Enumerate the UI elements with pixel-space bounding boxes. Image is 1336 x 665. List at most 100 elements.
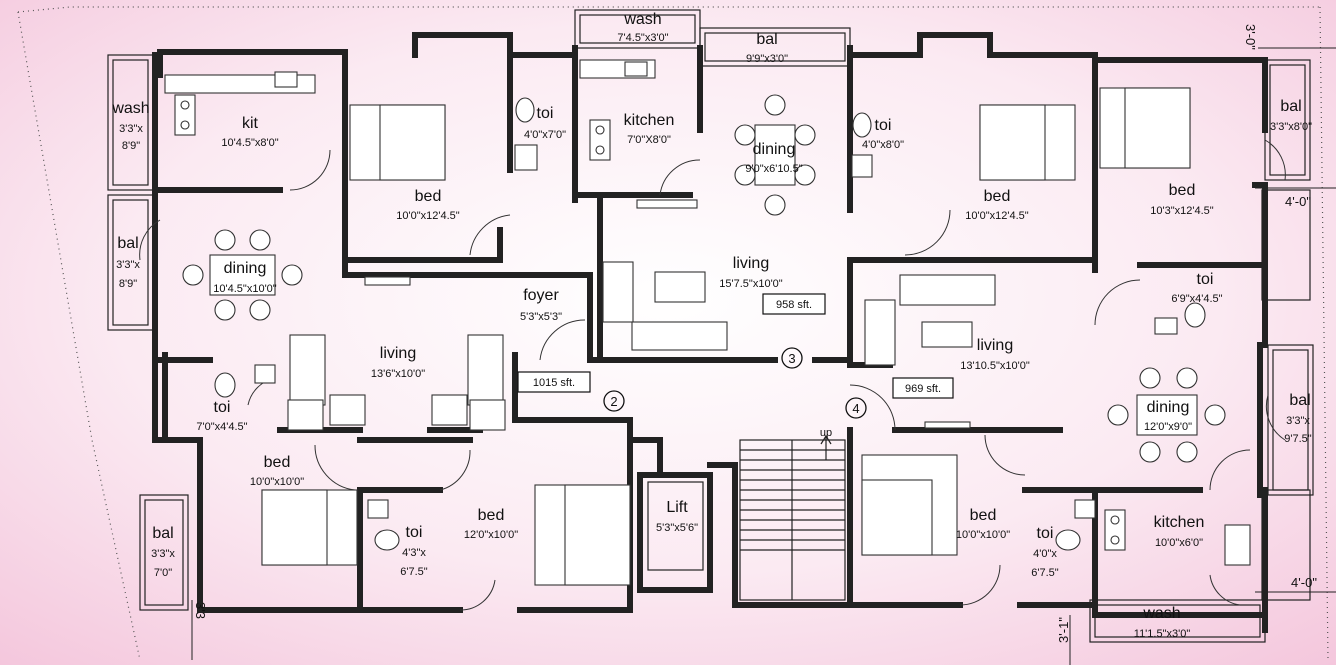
toi-ne-name: toi [875, 117, 892, 134]
living-w-name: living [380, 345, 416, 362]
marker-4-circle [845, 397, 867, 419]
bal-ne-dim: 3'3"x8'0" [1270, 121, 1312, 133]
area-969-text: 969 sft. [905, 383, 941, 395]
toi-sw-dim1: 4'3"x [402, 547, 426, 559]
flat-markers: 2 3 4 [603, 347, 867, 419]
dim-bottom-right: 3'-1" [1056, 617, 1071, 643]
door-swings [139, 139, 1286, 611]
walls [152, 32, 1268, 633]
toi-w-dim: 7'0"x4'4.5" [196, 421, 247, 433]
marker-3-text: 3 [788, 351, 795, 366]
dining-n-dim: 9'0"x6'10.5" [745, 163, 802, 175]
dimension-lines [191, 47, 1336, 665]
area-1015-text: 1015 sft. [533, 377, 575, 389]
plot-boundary [17, 6, 1329, 661]
lift-dim: 5'3"x5'6" [656, 522, 698, 534]
bed-ne-name: bed [984, 188, 1011, 205]
foyer-name: foyer [523, 287, 559, 304]
area-958-box [762, 293, 826, 315]
bal-e-dim1: 3'3"x [1286, 415, 1310, 427]
stair-up-label: up [820, 427, 832, 439]
bal-w-dim2: 8'9" [119, 278, 137, 290]
bal-w-dim1: 3'3"x [116, 259, 140, 271]
stair-up-arrow-icon [820, 434, 832, 445]
room-labels: wash 3'3"x 8'9" kit 10'4.5"x8'0" bal 3'3… [111, 11, 1312, 640]
fixtures [164, 59, 1251, 566]
living-e-name: living [977, 337, 1013, 354]
bal-e-name: bal [1289, 392, 1310, 409]
bed-sw-dim: 10'0"x10'0" [250, 476, 304, 488]
lift-name: Lift [666, 499, 688, 516]
bal-ne-name: bal [1280, 98, 1301, 115]
wash-n-dim: 7'4.5"x3'0" [617, 32, 668, 44]
bed-nw-name: bed [415, 188, 442, 205]
bed-e-name: bed [1169, 182, 1196, 199]
wash-se-dim: 11'1.5"x3'0" [1134, 628, 1191, 640]
bed-se-dim: 10'0"x10'0" [956, 529, 1010, 541]
living-w-dim: 13'6"x10'0" [371, 368, 425, 380]
marker-2-text: 2 [610, 394, 617, 409]
dining-w-name: dining [224, 260, 267, 277]
dining-w-dim: 10'4.5"x10'0" [213, 283, 276, 295]
area-958-text: 958 sft. [776, 299, 812, 311]
bal-sw-dim2: 7'0" [154, 567, 172, 579]
toi-se-dim1: 4'0"x [1033, 548, 1057, 560]
toi-sw-dim2: 6'7.5" [400, 566, 428, 578]
living-n-dim: 15'7.5"x10'0" [719, 278, 782, 290]
toi-sw-name: toi [406, 524, 423, 541]
dim-right-upper: 4'-0" [1285, 194, 1311, 209]
dining-n-name: dining [753, 141, 796, 158]
bal-sw-name: bal [152, 525, 173, 542]
bed-sc-name: bed [478, 507, 505, 524]
dim-right-lower: 4'-0" [1291, 575, 1317, 590]
wash-se-name: wash [1142, 605, 1180, 622]
dining-e-name: dining [1147, 399, 1190, 416]
wash-w-name: wash [111, 100, 149, 117]
toi-ne-dim: 4'0"x8'0" [862, 139, 904, 151]
toi-nw-name: toi [537, 105, 554, 122]
kitchen-n-dim: 7'0"X8'0" [627, 134, 671, 146]
bed-ne-dim: 10'0"x12'4.5" [965, 210, 1028, 222]
bal-w-name: bal [117, 235, 138, 252]
living-e-dim: 13'10.5"x10'0" [960, 360, 1030, 372]
toi-se-name: toi [1037, 525, 1054, 542]
marker-3-circle [781, 347, 803, 369]
kitchen-n-name: kitchen [624, 112, 675, 129]
wash-n-name: wash [623, 11, 661, 28]
kit-w-dim: 10'4.5"x8'0" [221, 137, 278, 149]
bed-sw-name: bed [264, 454, 291, 471]
toi-se-dim2: 6'7.5" [1031, 567, 1059, 579]
balcony-outlines [107, 9, 1314, 643]
kitchen-e-dim: 10'0"x6'0" [1155, 537, 1203, 549]
bal-n-name: bal [756, 31, 777, 48]
wash-w-dim2: 8'9" [122, 140, 140, 152]
area-1015-box [517, 371, 591, 393]
bal-sw-dim1: 3'3"x [151, 548, 175, 560]
bed-se-name: bed [970, 507, 997, 524]
bal-n-dim: 9'9"x3'0" [746, 53, 788, 65]
foyer-dim: 5'3"x5'3" [520, 311, 562, 323]
wash-w-dim1: 3'3"x [119, 123, 143, 135]
dim-top-right: 3'-0" [1243, 24, 1258, 50]
staircase [739, 436, 846, 601]
living-n-name: living [733, 255, 769, 272]
toi-w-name: toi [214, 399, 231, 416]
lift-car [647, 481, 704, 571]
sofas [287, 261, 996, 431]
dining-tables [182, 94, 1226, 463]
beds [261, 87, 1191, 586]
dim-left-bottom: 3'3 [193, 602, 208, 619]
toi-nw-dim: 4'0"x7'0" [524, 129, 566, 141]
area-969-box [892, 377, 954, 399]
marker-2-circle [603, 390, 625, 412]
marker-4-text: 4 [852, 401, 859, 416]
bed-sc-dim: 12'0"x10'0" [464, 529, 518, 541]
bed-nw-dim: 10'0"x12'4.5" [396, 210, 459, 222]
bal-e-dim2: 9'7.5" [1284, 433, 1312, 445]
bed-e-dim: 10'3"x12'4.5" [1150, 205, 1213, 217]
toi-e-dim: 6'9"x4'4.5" [1171, 293, 1222, 305]
toi-e-name: toi [1197, 271, 1214, 288]
dining-e-dim: 12'0"x9'0" [1144, 421, 1192, 433]
area-badges: 1015 sft. 958 sft. 969 sft. [517, 293, 954, 399]
